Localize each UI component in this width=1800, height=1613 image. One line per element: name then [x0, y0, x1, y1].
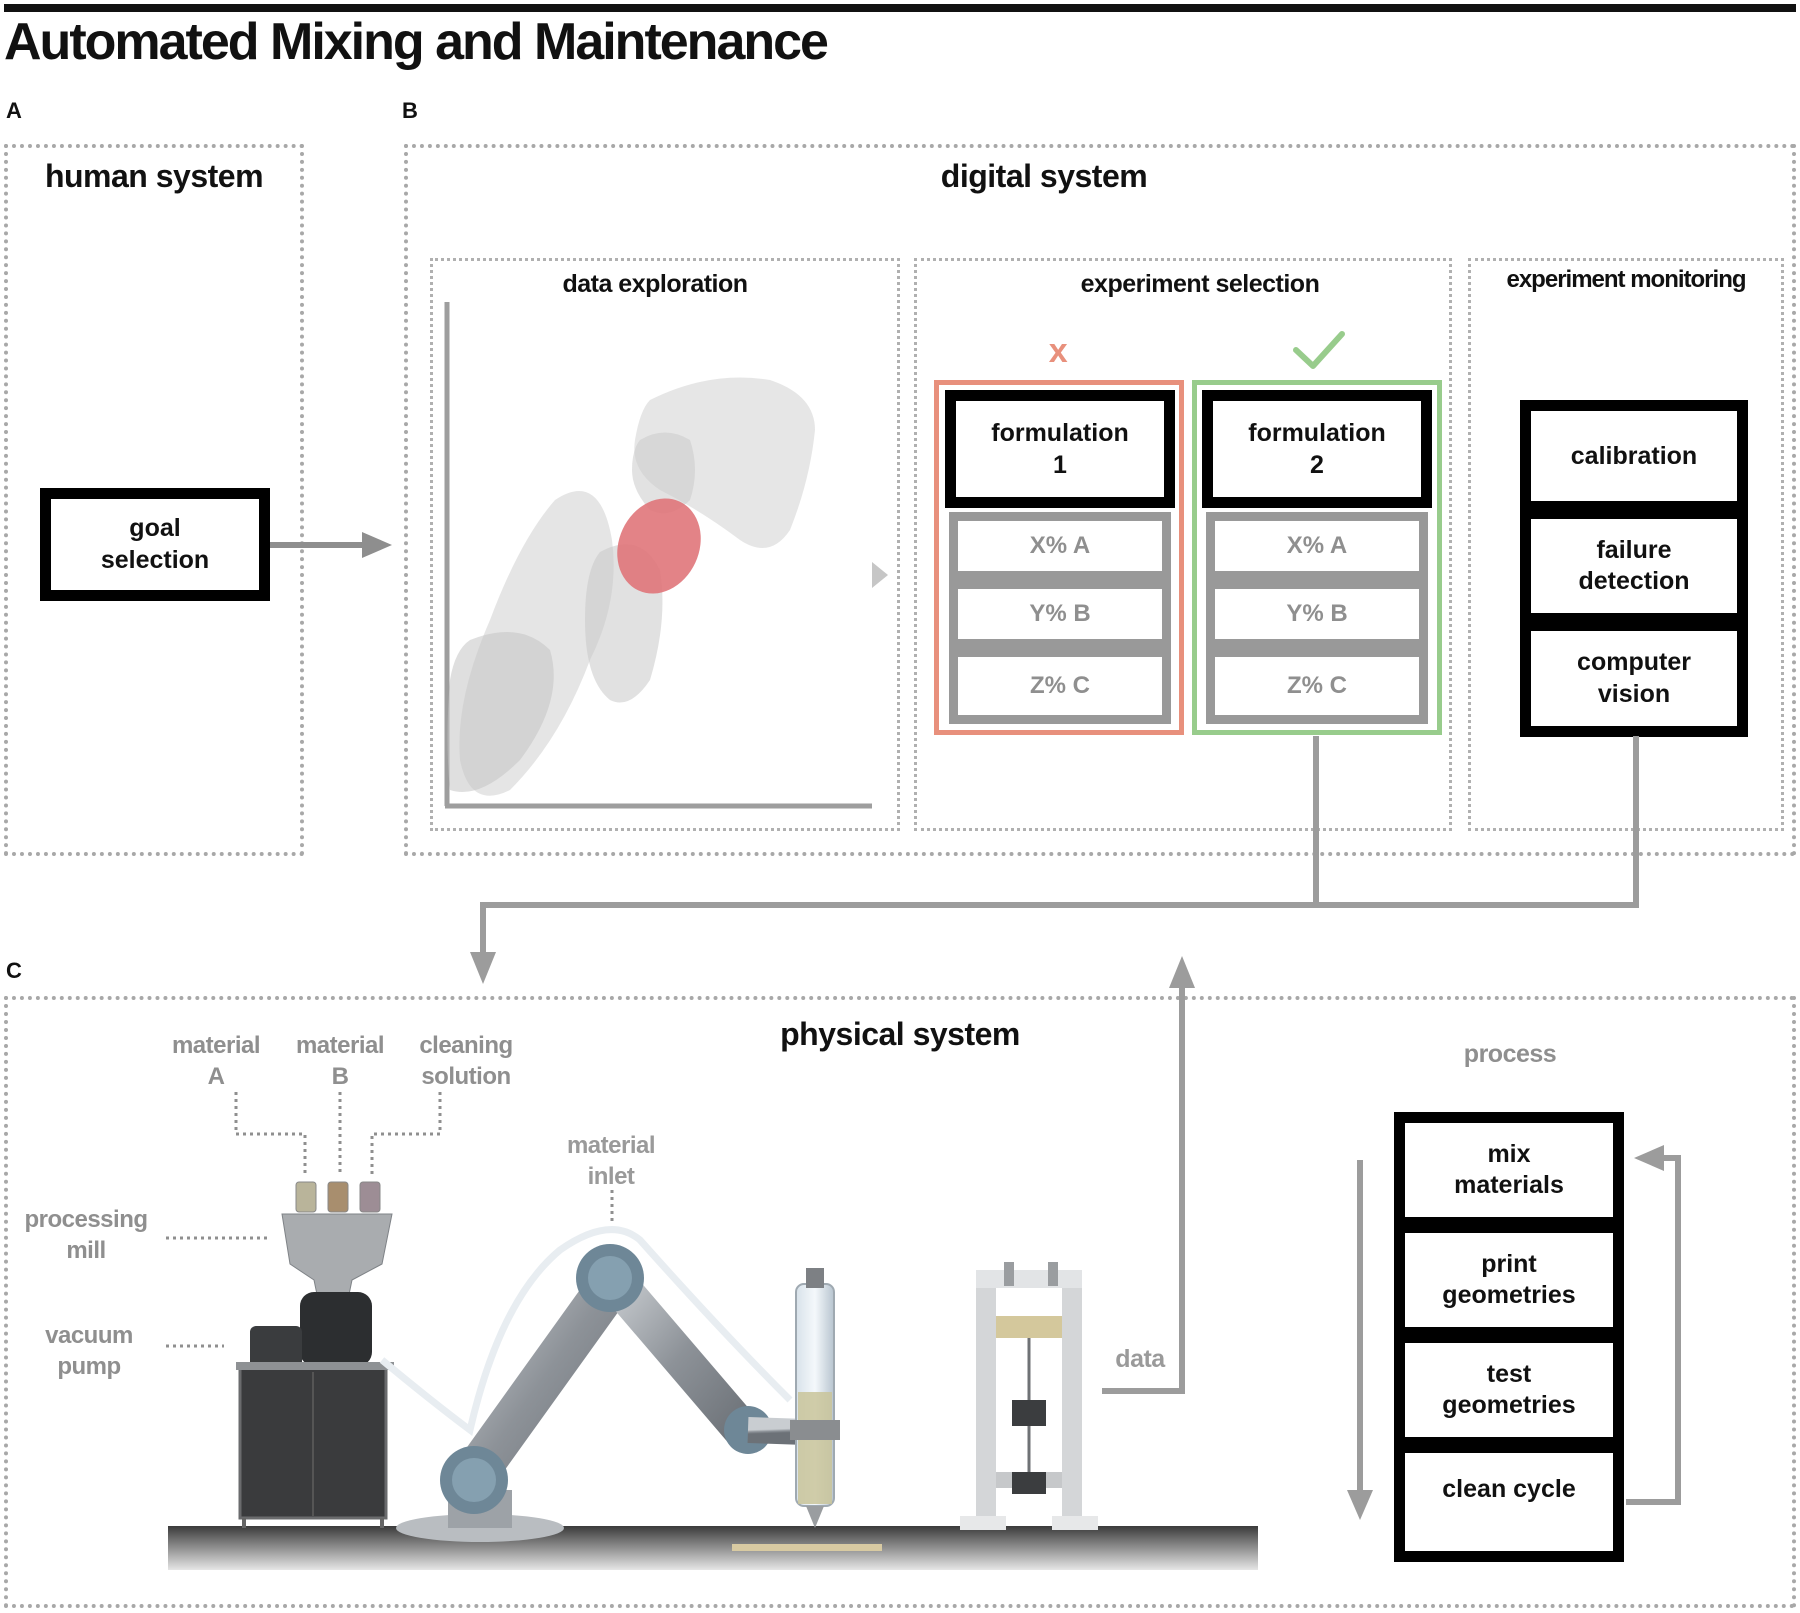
formulation-1-row-b: Y% B — [949, 580, 1171, 648]
cleaning-solution-label: cleaning solution — [419, 1032, 513, 1091]
formulation-2-box: formulation 2 — [1202, 390, 1432, 508]
physical-input-arrowhead — [470, 952, 496, 984]
goal-selection-box: goal selection — [40, 488, 270, 601]
experiment-monitoring-title: experiment monitoring — [1506, 266, 1746, 293]
experiment-selection-title: experiment selection — [1080, 270, 1320, 298]
formulation-1-row-a: X% A — [949, 512, 1171, 580]
formulation-2-row-a: X% A — [1206, 512, 1428, 580]
material-inlet-label: material inlet — [566, 1132, 656, 1191]
reject-mark: x — [1048, 332, 1068, 370]
process-step-clean: clean cycle — [1394, 1442, 1624, 1562]
process-title: process — [1463, 1040, 1557, 1068]
panel-letter-c: C — [6, 958, 22, 983]
human-system-title: human system — [44, 158, 264, 194]
formulation-1-box: formulation 1 — [945, 390, 1175, 508]
digital-system-title: digital system — [940, 158, 1148, 194]
computer-vision-box: computer vision — [1520, 620, 1748, 737]
figure-title: Automated Mixing and Maintenance — [4, 13, 829, 71]
formulation-2-frame — [1192, 380, 1442, 735]
vacuum-pump-label: vacuum pump — [45, 1322, 133, 1381]
formulation-2-row-c: Z% C — [1206, 648, 1428, 724]
physical-system-panel — [4, 996, 1796, 1608]
formulation-1-row-c: Z% C — [949, 648, 1171, 724]
physical-system-title: physical system — [780, 1016, 1020, 1052]
processing-mill-label: processing mill — [24, 1206, 148, 1265]
top-rule — [4, 4, 1796, 12]
formulation-1-frame — [934, 380, 1184, 735]
process-step-mix: mix materials — [1394, 1112, 1624, 1228]
panel-letter-b: B — [402, 98, 418, 123]
material-a-label: material A — [171, 1032, 261, 1091]
data-exploration-subpanel — [430, 258, 900, 831]
data-exploration-title: data exploration — [562, 270, 748, 298]
formulation-2-row-b: Y% B — [1206, 580, 1428, 648]
process-step-test: test geometries — [1394, 1332, 1624, 1448]
process-step-print: print geometries — [1394, 1222, 1624, 1338]
data-label: data — [1115, 1345, 1165, 1373]
human-system-panel — [4, 144, 304, 856]
material-b-label: material B — [295, 1032, 385, 1091]
panel-letter-a: A — [6, 98, 22, 123]
calibration-box: calibration — [1520, 400, 1748, 512]
failure-detection-box: failure detection — [1520, 508, 1748, 624]
